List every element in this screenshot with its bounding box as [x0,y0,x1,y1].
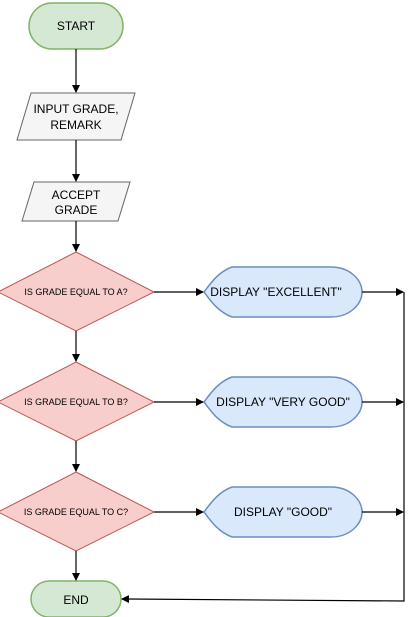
end-shape [30,580,122,617]
edge-merge-to-end [121,292,405,604]
decision-c-label: IS GRADE EQUAL TO C? [24,507,128,517]
input-grade-label-line1: INPUT GRADE, [33,102,118,116]
display-good-node: DISPLAY "GOOD" [203,486,363,538]
decision-grade-b: IS GRADE EQUAL TO B? [0,361,156,442]
display-excellent-shape [203,266,363,318]
decision-b-label: IS GRADE EQUAL TO B? [24,397,128,407]
accept-grade-label-line2: GRADE [55,203,98,217]
accept-grade-label-line1: ACCEPT [52,188,101,202]
display-good-shape [203,486,363,538]
input-grade-label-line2: REMARK [50,118,101,132]
start-label: START [57,19,96,33]
accept-grade-node: ACCEPT GRADE [21,181,131,222]
display-very-good-node: DISPLAY "VERY GOOD" [203,376,363,428]
start-terminal: START [28,2,124,50]
decision-grade-c: IS GRADE EQUAL TO C? [0,471,156,552]
end-terminal: END [30,580,122,617]
display-excellent-node: DISPLAY "EXCELLENT" [203,266,363,318]
display-excellent-label: DISPLAY "EXCELLENT" [210,285,341,299]
display-good-label: DISPLAY "GOOD" [234,505,332,519]
accept-grade-shape [21,181,131,222]
display-very-good-label: DISPLAY "VERY GOOD" [216,395,350,409]
input-grade-node: INPUT GRADE, REMARK [16,92,136,141]
input-grade-shape [16,92,136,141]
end-label: END [63,593,89,607]
display-very-good-shape [203,376,363,428]
decision-grade-a: IS GRADE EQUAL TO A? [0,251,156,332]
decision-a-label: IS GRADE EQUAL TO A? [24,287,127,297]
